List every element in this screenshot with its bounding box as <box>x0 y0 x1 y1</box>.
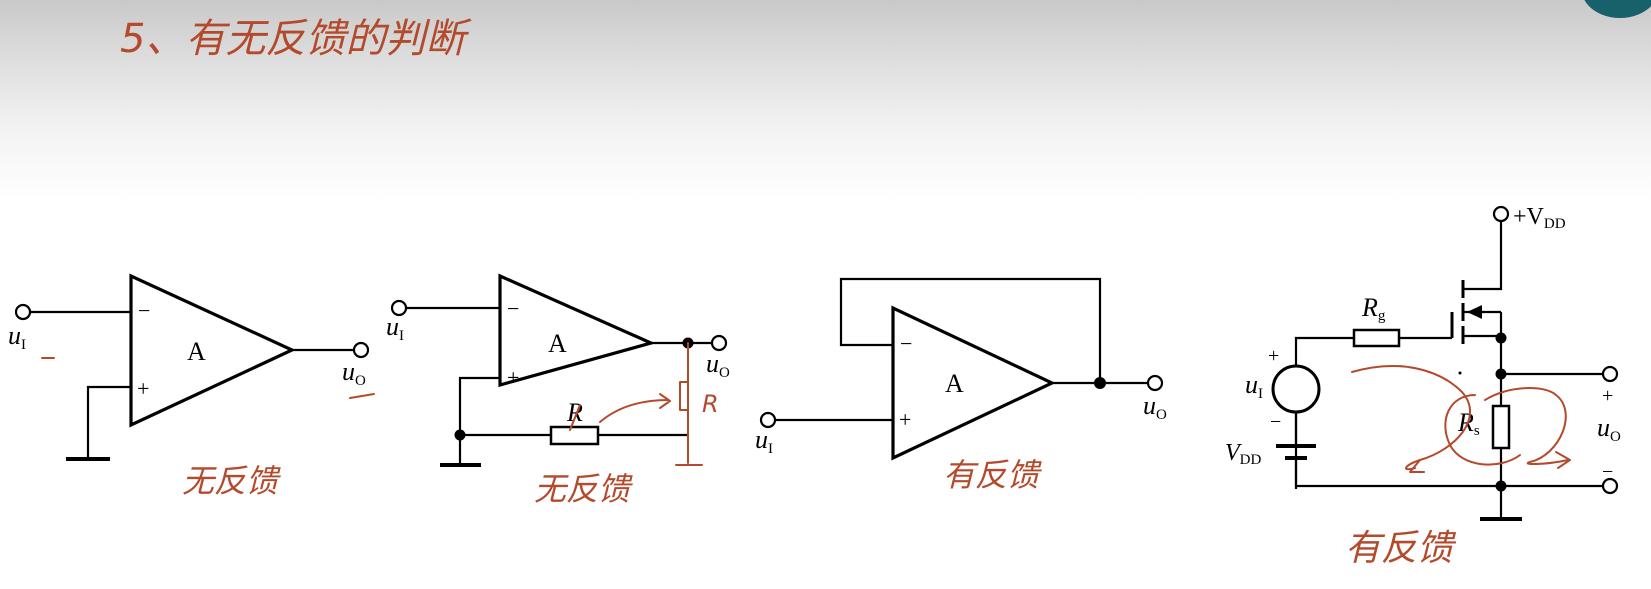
caption-1: 无反馈 <box>182 462 281 500</box>
op-amp-1-minus: − <box>138 298 150 323</box>
output-minus: − <box>1602 461 1613 483</box>
op-amp-2 <box>498 273 656 388</box>
resistor-r <box>549 425 600 446</box>
output-terminal-4a <box>1601 365 1619 383</box>
supply-label: +VDD <box>1513 204 1566 232</box>
output-terminal-2 <box>710 334 728 352</box>
circuit-3: A − + uO uI 有反馈 <box>755 277 1167 494</box>
op-amp-3-label: A <box>945 369 964 398</box>
slide-title: 5、有无反馈的判断 <box>120 16 472 62</box>
circuit-4: +VDD Rg + − uI VDD <box>1225 204 1621 569</box>
output-label-4: uO <box>1597 413 1621 445</box>
resistor-rg <box>1352 328 1401 348</box>
output-plus: + <box>1602 385 1613 407</box>
note-r: R <box>702 390 719 418</box>
corner-button[interactable] <box>1582 0 1651 18</box>
resistor-r-label: R <box>566 398 583 427</box>
resistor-rg-label: Rg <box>1361 293 1386 324</box>
output-label-1: uO <box>342 357 366 389</box>
feedback-wire-3 <box>839 277 1102 383</box>
input-terminal-3 <box>759 411 777 429</box>
op-amp-1-label: A <box>187 337 206 366</box>
input-label-1: uI <box>8 321 26 353</box>
source-plus: + <box>1268 345 1279 367</box>
op-amp-2-minus: − <box>507 296 519 321</box>
input-label-4: uI <box>1245 370 1263 402</box>
circuit-1: A − + uI uO 无反馈 <box>8 273 375 500</box>
caption-4: 有反馈 <box>1345 528 1457 569</box>
input-terminal-2 <box>390 299 408 317</box>
input-label-3: uI <box>755 425 773 457</box>
output-label-2: uO <box>706 349 730 381</box>
op-amp-1 <box>129 273 296 428</box>
output-terminal-1 <box>352 341 370 359</box>
output-label-3: uO <box>1143 391 1167 423</box>
resistor-rs <box>1491 404 1511 450</box>
output-terminal-3 <box>1146 374 1164 392</box>
output-terminal-4b <box>1601 477 1619 495</box>
caption-3: 有反馈 <box>943 456 1042 494</box>
source-minus: − <box>1270 411 1281 433</box>
op-amp-3-minus: − <box>900 331 912 356</box>
vdd-label: VDD <box>1225 440 1262 468</box>
op-amp-3 <box>891 305 1056 461</box>
supply-terminal <box>1492 205 1510 223</box>
caption-2: 无反馈 <box>534 470 633 508</box>
input-terminal-1 <box>14 303 32 321</box>
input-label-2: uI <box>386 312 404 344</box>
circuit-2: A − + uI uO R R 无反馈 <box>386 273 730 508</box>
op-amp-1-plus: + <box>137 376 149 401</box>
op-amp-2-label: A <box>548 329 567 358</box>
input-source <box>1271 364 1321 414</box>
op-amp-3-plus: + <box>899 407 911 432</box>
op-amp-2-plus: + <box>507 365 519 390</box>
